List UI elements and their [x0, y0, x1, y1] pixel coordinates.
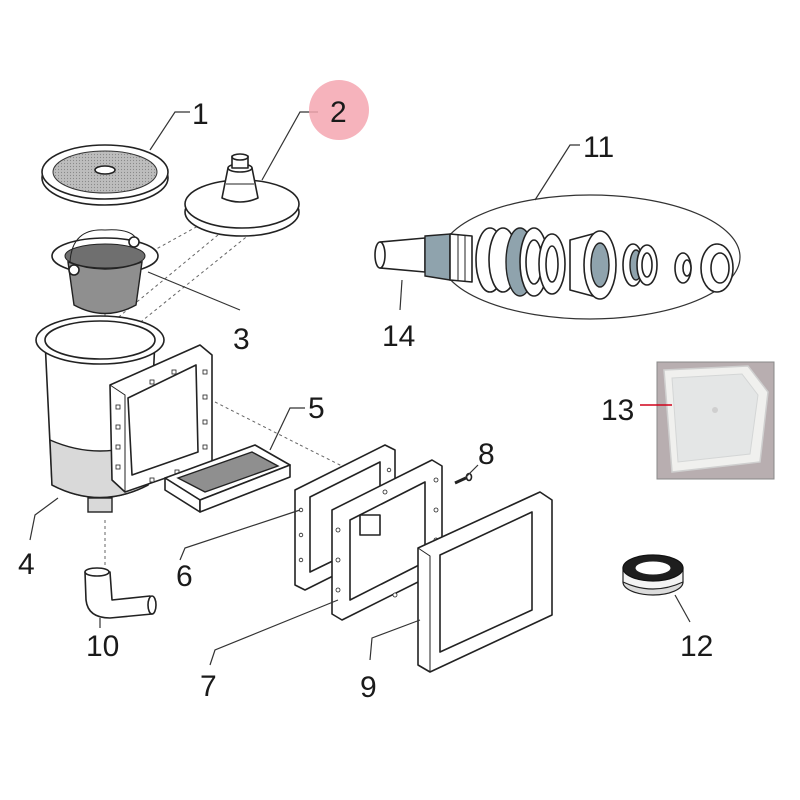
part-labels: 1 2 3 4 5 6 7 8 9 10 11 12 13 14 — [18, 96, 713, 704]
part-8-screw[interactable] — [454, 472, 473, 485]
label-part-4: 4 — [18, 548, 35, 581]
part-1-lid[interactable] — [41, 144, 169, 206]
label-part-12: 12 — [680, 630, 713, 663]
label-part-6: 6 — [176, 560, 193, 593]
part-2-vacuum-plate[interactable] — [184, 153, 300, 237]
part-7-face-gasket[interactable] — [331, 459, 443, 621]
label-part-13: 13 — [601, 394, 634, 427]
label-part-7: 7 — [200, 670, 217, 703]
label-part-1: 1 — [192, 98, 209, 131]
part-14-pipe-adapter[interactable] — [374, 233, 473, 283]
part-3-basket[interactable] — [51, 229, 159, 315]
label-part-2: 2 — [330, 96, 347, 129]
part-5-weir[interactable] — [164, 444, 291, 513]
label-part-14: 14 — [382, 320, 415, 353]
part-9-face-cover[interactable] — [417, 491, 553, 673]
label-part-5: 5 — [308, 392, 325, 425]
label-part-9: 9 — [360, 671, 377, 704]
label-part-3: 3 — [233, 323, 250, 356]
part-10-elbow[interactable] — [84, 567, 157, 619]
part-12-tape-roll[interactable] — [622, 554, 684, 596]
label-part-10: 10 — [86, 630, 119, 663]
label-part-11: 11 — [583, 131, 614, 164]
part-13-cover-photo[interactable] — [656, 361, 775, 480]
label-part-8: 8 — [478, 438, 495, 471]
part-2-highlight — [309, 80, 369, 140]
part-11-wall-fitting-set[interactable] — [439, 194, 741, 320]
